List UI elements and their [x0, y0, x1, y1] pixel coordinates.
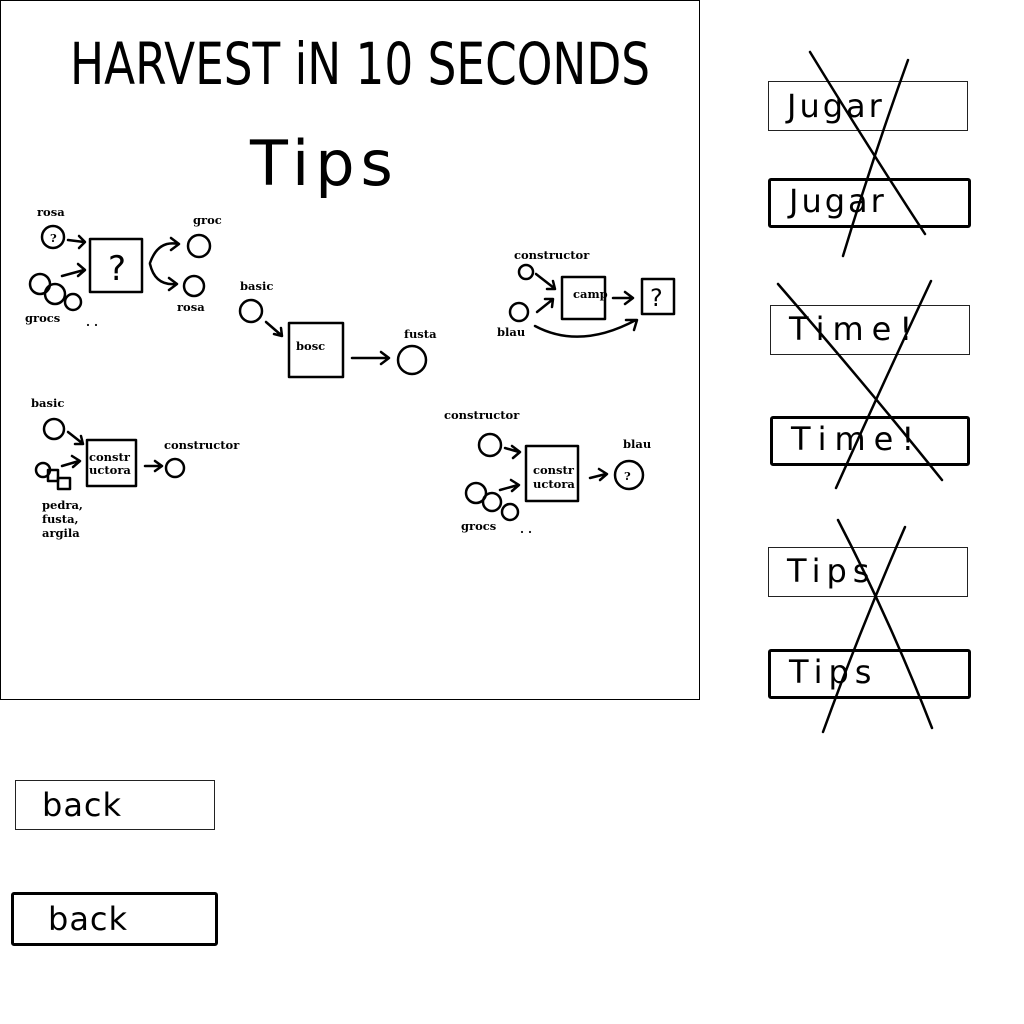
label-grocs: grocs: [461, 519, 496, 533]
material-icon: [46, 468, 60, 483]
time-button-normal[interactable]: Time!: [770, 305, 970, 355]
label-materials: fusta,: [42, 512, 79, 526]
back-button-normal[interactable]: back: [15, 780, 215, 830]
label-constructor: constructor: [444, 408, 520, 422]
game-title: HARVEST iN 10 SECONDS: [70, 30, 650, 98]
groc-seed-icon: [464, 481, 488, 505]
label-camp: camp: [573, 287, 608, 301]
tips-label: Tips: [787, 552, 876, 590]
constructor-seed-icon: [164, 457, 186, 479]
bosc-building-icon: [287, 321, 345, 379]
constructor-seed-icon: [477, 432, 503, 458]
blau-seed-mark: ?: [624, 469, 631, 483]
label-basic: basic: [31, 396, 64, 410]
mystery-building-icon: [640, 277, 676, 316]
arrow-icon: [503, 444, 522, 460]
back-label: back: [48, 900, 129, 938]
tips-screen-mockup: [0, 0, 700, 700]
mystery-mark: ?: [108, 249, 126, 289]
back-button-pressed[interactable]: back: [11, 892, 218, 946]
constructora-building-icon: [524, 444, 580, 503]
tips-button-normal[interactable]: Tips: [768, 547, 968, 597]
label-basic: basic: [240, 279, 273, 293]
blau-seed-icon: [613, 459, 645, 491]
arrow-icon: [533, 318, 639, 338]
fusta-resource-icon: [396, 344, 428, 376]
more-dots: . .: [86, 315, 98, 329]
arrow-icon: [350, 350, 391, 366]
constructor-seed-icon: [517, 263, 535, 281]
groc-seed-icon: [63, 292, 83, 312]
groc-seed-icon: [186, 233, 212, 259]
arrow-icon: [498, 478, 521, 493]
constructora-building-icon: [85, 438, 138, 488]
back-label: back: [42, 786, 123, 824]
rosa-seed-icon: [182, 274, 206, 298]
arrow-icon: [66, 430, 85, 446]
tips-heading: Tips: [249, 127, 399, 200]
label-rosa: rosa: [37, 205, 65, 219]
jugar-label: Jugar: [789, 182, 887, 220]
time-label: Time!: [789, 310, 921, 348]
mystery-building-icon: [88, 237, 144, 294]
arrow-icon: [60, 262, 87, 278]
arrow-icon: [611, 290, 635, 306]
camp-building-icon: [560, 275, 607, 321]
label-constructor: constructor: [514, 248, 590, 262]
jugar-label: Jugar: [787, 87, 885, 125]
arrow-icon: [148, 236, 181, 265]
material-icon: [56, 476, 72, 491]
arrow-icon: [535, 297, 555, 314]
arrow-icon: [60, 454, 82, 469]
time-label: Time!: [791, 420, 923, 458]
label-groc: groc: [193, 213, 222, 227]
tips-label: Tips: [789, 653, 878, 691]
more-dots: . .: [520, 522, 532, 536]
arrow-icon: [66, 234, 87, 250]
rosa-seed-mark: ?: [50, 231, 57, 245]
label-constructora: constr: [89, 450, 131, 464]
label-grocs: grocs: [25, 311, 60, 325]
label-bosc: bosc: [296, 339, 325, 353]
arrow-icon: [264, 320, 284, 338]
arrow-icon: [143, 459, 164, 473]
label-blau: blau: [497, 325, 525, 339]
mystery-mark: ?: [650, 284, 663, 312]
label-constructora: constr: [533, 463, 575, 477]
label-rosa-out: rosa: [177, 300, 205, 314]
label-constructora: uctora: [89, 463, 131, 477]
arrow-icon: [588, 467, 609, 482]
jugar-button-normal[interactable]: Jugar: [768, 81, 968, 131]
basic-seed-icon: [238, 298, 264, 324]
arrow-icon: [148, 262, 179, 292]
groc-seed-icon: [28, 272, 52, 296]
groc-seed-icon: [43, 282, 67, 306]
blau-seed-icon: [508, 301, 530, 323]
label-constructora: uctora: [533, 477, 575, 491]
label-materials: argila: [42, 526, 80, 540]
groc-seed-icon: [500, 502, 520, 522]
label-constructor-out: constructor: [164, 438, 240, 452]
arrow-icon: [534, 272, 557, 291]
basic-seed-icon: [42, 417, 66, 441]
groc-seed-icon: [481, 491, 503, 513]
label-materials: pedra,: [42, 498, 83, 512]
label-blau: blau: [623, 437, 651, 451]
time-button-pressed[interactable]: Time!: [770, 416, 970, 466]
rosa-seed-icon: [40, 224, 66, 250]
tips-button-pressed[interactable]: Tips: [768, 649, 971, 699]
jugar-button-pressed[interactable]: Jugar: [768, 178, 971, 228]
label-fusta: fusta: [404, 327, 437, 341]
